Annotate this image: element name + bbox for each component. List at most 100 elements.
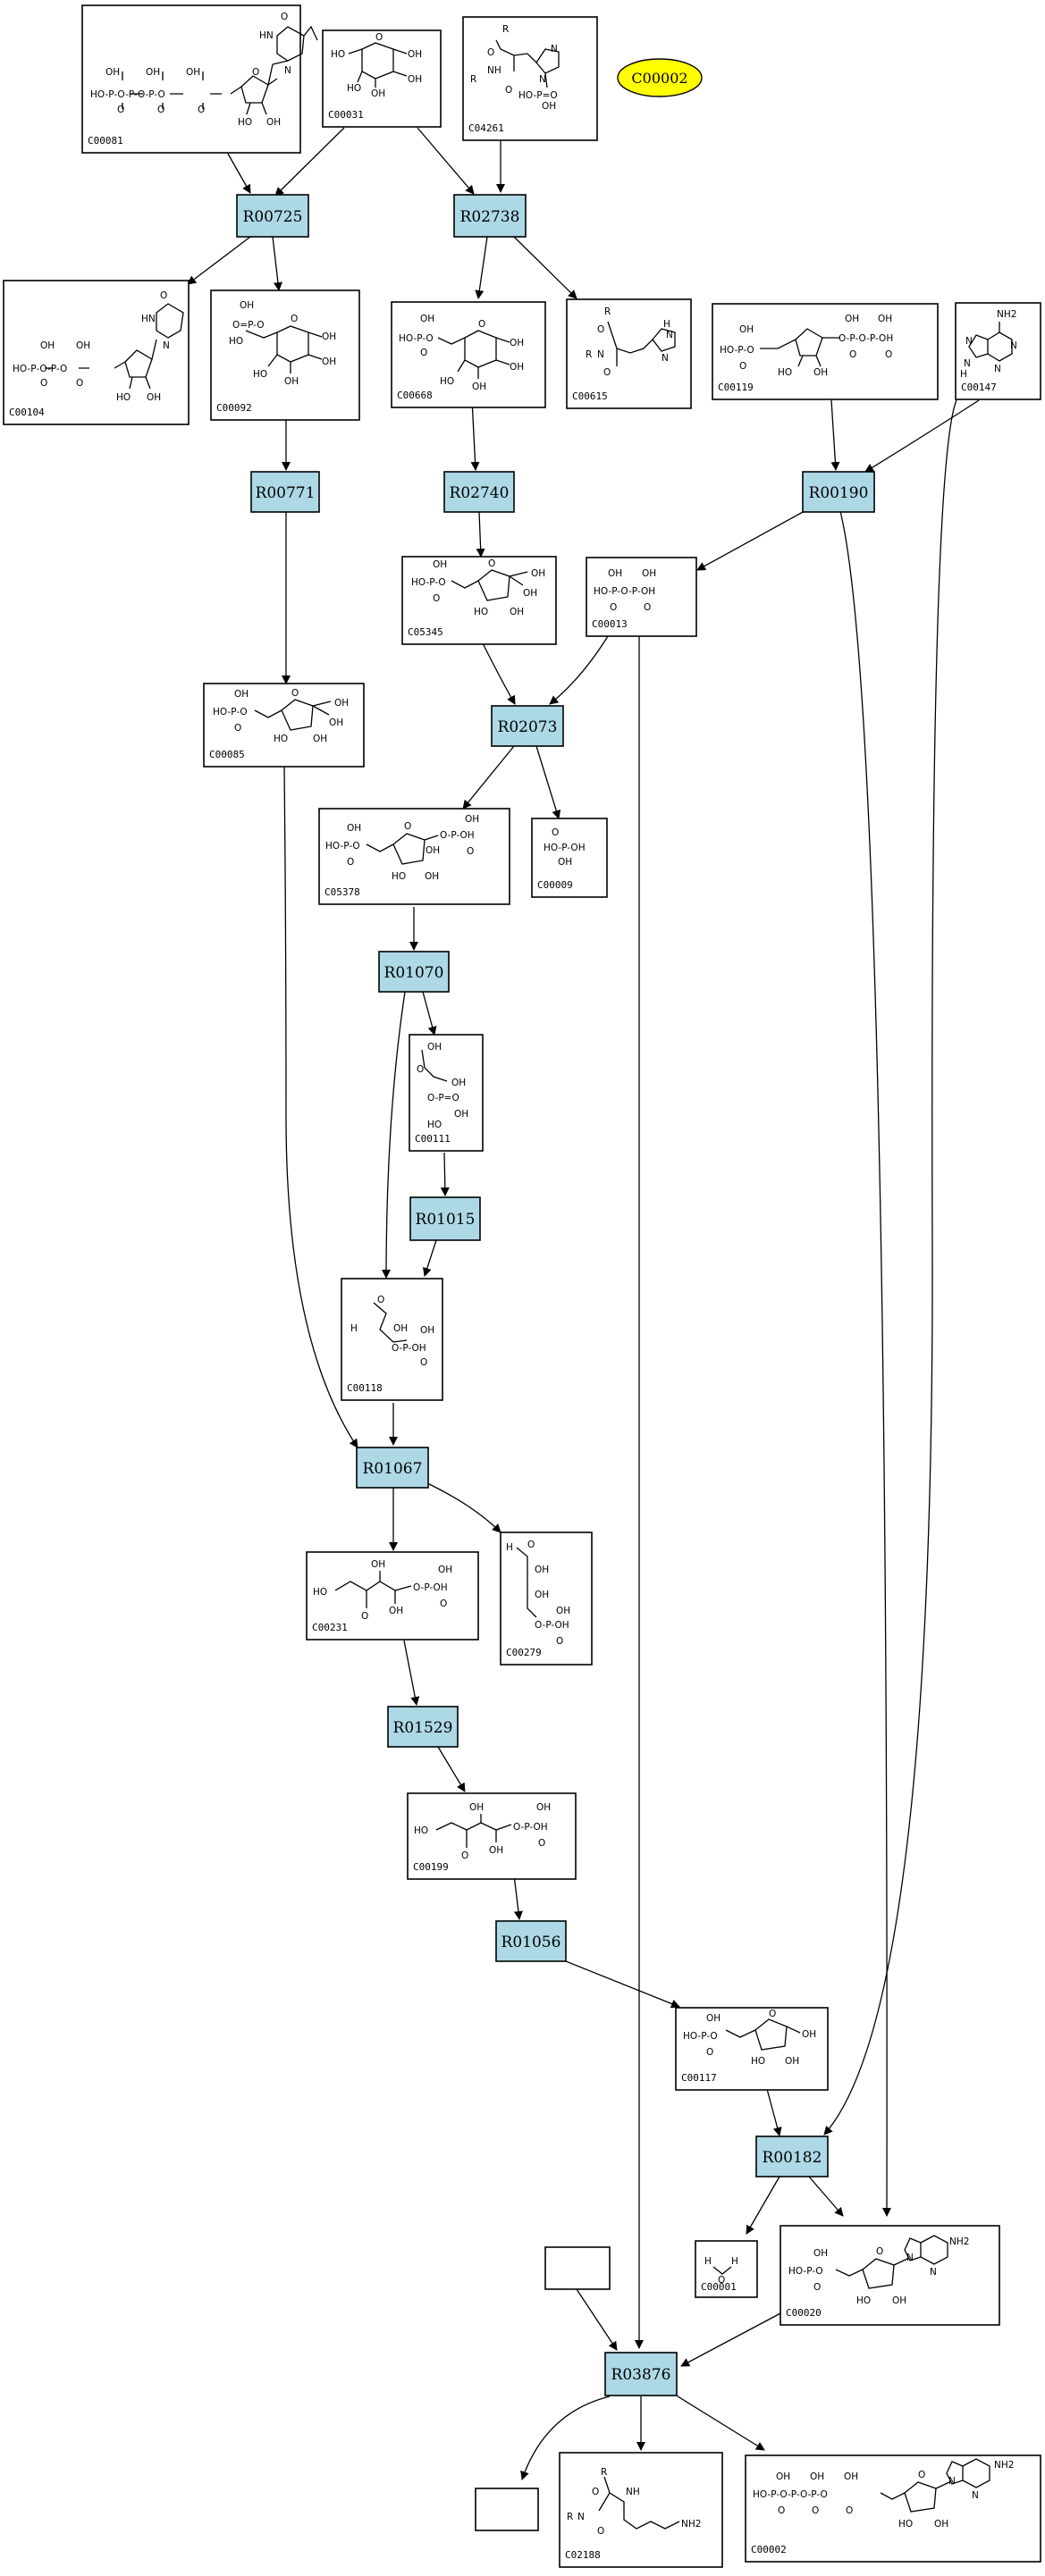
svg-text:HO: HO — [778, 367, 792, 378]
ITP-structure-icon — [122, 25, 318, 115]
compound-C00668[interactable]: OH HO-P-O O O OH OH HO OH C00668 — [391, 301, 546, 408]
svg-text:C00104: C00104 — [9, 407, 45, 418]
svg-text:N: N — [906, 2253, 914, 2263]
svg-text:O: O — [478, 319, 485, 330]
empty-compound-box-top[interactable] — [544, 2246, 611, 2290]
svg-text:OH: OH — [438, 1565, 452, 1575]
reaction-R01015[interactable]: R01015 — [409, 1196, 481, 1241]
svg-text:OH: OH — [347, 823, 361, 834]
svg-text:OH: OH — [608, 568, 622, 579]
empty-compound-box-bottom[interactable] — [475, 2488, 539, 2531]
reaction-R00190[interactable]: R00190 — [802, 471, 875, 513]
svg-text:R01070: R01070 — [384, 964, 444, 982]
svg-text:HO: HO — [414, 1825, 428, 1836]
svg-text:R01529: R01529 — [393, 1719, 453, 1737]
reaction-R00182[interactable]: R00182 — [755, 2135, 829, 2177]
svg-text:C00020: C00020 — [786, 2307, 822, 2319]
fructose-bisphosphate-structure-icon — [366, 833, 439, 865]
compound-C00009[interactable]: O HO-P-OH OH C00009 — [531, 818, 608, 898]
compound-C00118[interactable]: O H OH OH O-P-OH O C00118 — [341, 1278, 443, 1401]
svg-text:OH: OH — [420, 1325, 434, 1336]
svg-text:OH: OH — [810, 2471, 824, 2482]
svg-text:N: N — [1010, 340, 1017, 351]
svg-text:O: O — [487, 47, 494, 58]
reaction-R01067[interactable]: R01067 — [356, 1447, 429, 1489]
compound-C00279[interactable]: H O OH OH OH O-P-OH O C00279 — [500, 1531, 593, 1666]
compound-C00013[interactable]: OH OH HO-P-O-P-OH O O C00013 — [586, 557, 697, 637]
svg-text:OH: OH — [313, 734, 327, 744]
svg-text:O=P-O: O=P-O — [232, 320, 265, 331]
svg-text:OH: OH — [469, 1802, 484, 1813]
reaction-R00771[interactable]: R00771 — [250, 471, 320, 513]
svg-text:C00009: C00009 — [537, 879, 573, 891]
compound-C00081[interactable]: OH OH OH HO-P-O-P-O-P-O O O O O O HN N H… — [81, 4, 318, 154]
compound-C00020[interactable]: OH HO-P-O O O NH2 N N HO OH C00020 — [780, 2225, 1000, 2326]
svg-text:HO-P-O: HO-P-O — [213, 707, 248, 717]
compound-C00119[interactable]: OH HO-P-O O OH OH O-P-O-P-OH O O HO OH C… — [712, 303, 939, 400]
compound-C05378[interactable]: OH HO-P-O O O OH O-P-OH O OH HO OH C0537… — [318, 808, 510, 905]
svg-text:OH: OH — [433, 559, 447, 570]
reaction-R02740[interactable]: R02740 — [443, 471, 515, 513]
svg-text:R: R — [470, 74, 476, 85]
svg-text:NH2: NH2 — [949, 2236, 969, 2247]
reaction-R02073[interactable]: R02073 — [491, 705, 564, 747]
svg-text:OH: OH — [472, 382, 486, 392]
compound-C00031[interactable]: HO O OH OH HO OH C00031 — [322, 29, 442, 128]
compound-C00001[interactable]: H O H C00001 — [695, 2240, 758, 2298]
compound-C05345[interactable]: OH HO-P-O O O OH OH HO OH C05345 — [401, 556, 557, 645]
svg-text:O: O — [778, 2505, 785, 2516]
ribulose-5-phosphate-structure-icon — [435, 1814, 512, 1848]
svg-text:N: N — [577, 2512, 585, 2522]
reaction-R01070[interactable]: R01070 — [378, 951, 450, 993]
compound-C04261[interactable]: R O NH R O N N HO-P=O OH C04261 — [462, 16, 598, 141]
glucose-6-phosphate-structure-icon — [437, 330, 510, 379]
svg-text:O: O — [918, 2470, 925, 2480]
svg-text:OH: OH — [535, 1590, 549, 1600]
svg-text:N: N — [163, 340, 170, 351]
compound-C00092[interactable]: OH O=P-O HO O OH OH HO OH C00092 — [210, 289, 360, 421]
svg-text:N: N — [972, 2490, 979, 2501]
reaction-R01529[interactable]: R01529 — [387, 1706, 459, 1748]
svg-text:H: H — [960, 369, 967, 380]
svg-text:OH: OH — [510, 338, 524, 348]
svg-text:N: N — [994, 364, 1001, 374]
svg-text:O: O — [644, 602, 651, 613]
svg-text:HO: HO — [238, 117, 252, 128]
reaction-R00725[interactable]: R00725 — [236, 194, 309, 238]
compound-C00085[interactable]: OH HO-P-O O O OH OH HO OH C00085 — [203, 683, 365, 768]
svg-text:O: O — [846, 2505, 853, 2516]
svg-text:R: R — [601, 2467, 607, 2478]
compound-C00231[interactable]: HO OH OH O-P-OH O OH O C00231 — [306, 1551, 479, 1640]
compound-C00104[interactable]: OH OH HO-P-O-P-O O O O HN N HO OH C00104 — [3, 280, 190, 425]
svg-text:NH2: NH2 — [994, 2460, 1014, 2471]
svg-text:O: O — [505, 85, 512, 96]
compound-C00002[interactable]: OH OH OH HO-P-O-P-O-P-O O O O O NH2 N N … — [745, 2454, 1041, 2563]
compound-C00002-highlight[interactable]: C00002 — [617, 58, 703, 97]
svg-text:R: R — [586, 349, 592, 360]
svg-text:O: O — [420, 1357, 427, 1368]
svg-text:OH: OH — [186, 67, 200, 78]
phosphohistidine-structure-icon — [495, 39, 560, 88]
reaction-R01056[interactable]: R01056 — [495, 1920, 567, 1962]
svg-text:HO-P-O: HO-P-O — [411, 577, 446, 588]
svg-text:HO: HO — [331, 49, 345, 60]
compound-C00111[interactable]: OH O OH O-P=O OH HO C00111 — [409, 1034, 484, 1152]
reaction-R02738[interactable]: R02738 — [453, 194, 527, 238]
svg-text:O: O — [885, 349, 892, 360]
compound-C00147[interactable]: NH2 N N N H N C00147 — [955, 302, 1041, 400]
svg-text:N: N — [930, 2267, 937, 2278]
svg-text:C05345: C05345 — [408, 626, 443, 638]
xylulose-5-phosphate-structure-icon — [334, 1571, 412, 1608]
compound-C02188[interactable]: R O NH R N O NH2 C02188 — [559, 2452, 723, 2568]
svg-text:OH: OH — [535, 1565, 549, 1575]
compound-C00199[interactable]: HO OH OH O-P-OH O OH O C00199 — [407, 1792, 577, 1880]
svg-text:N: N — [284, 65, 291, 76]
compound-C00117[interactable]: OH HO-P-O O O OH HO OH C00117 — [675, 2007, 829, 2091]
svg-text:C00118: C00118 — [347, 1382, 383, 1394]
svg-text:OH: OH — [334, 698, 349, 709]
glucose-6-phosphate-structure-icon — [245, 325, 323, 373]
svg-text:OH: OH — [776, 2471, 790, 2482]
compound-C00615[interactable]: R O R N O H N N C00615 — [566, 298, 692, 409]
reaction-R03876[interactable]: R03876 — [604, 2352, 678, 2396]
svg-text:HO: HO — [751, 2056, 765, 2067]
